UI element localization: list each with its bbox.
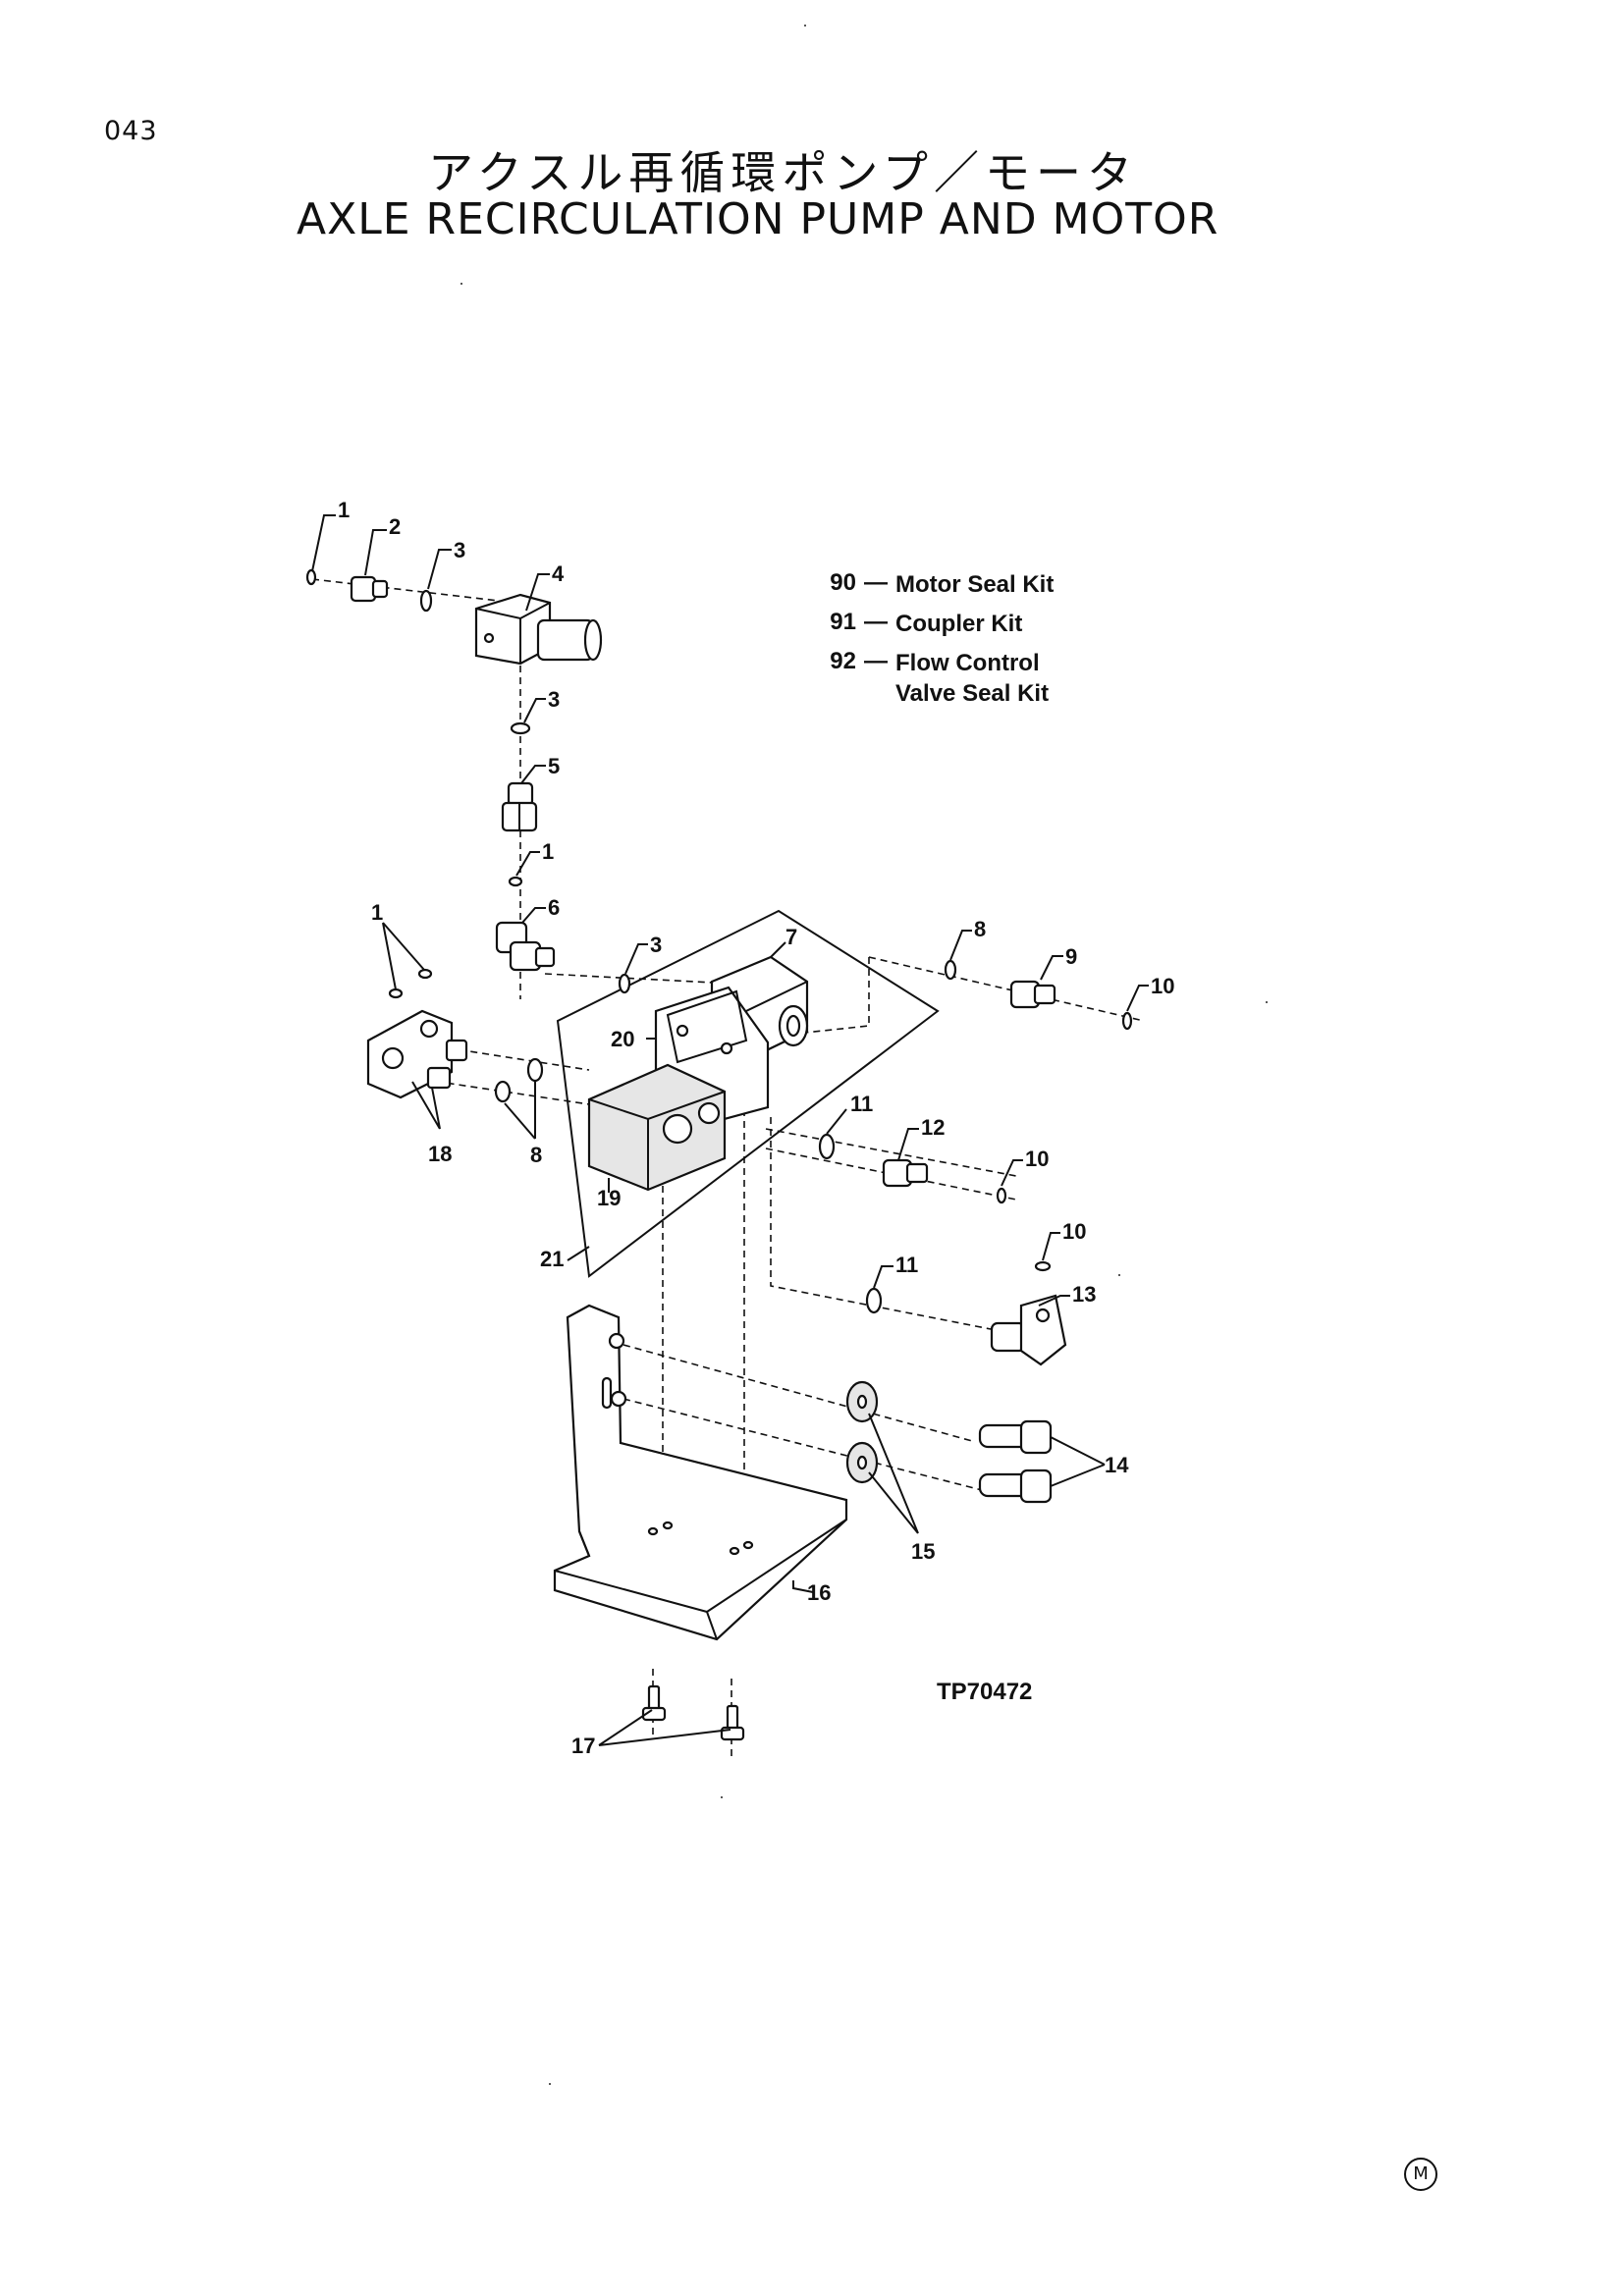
- callout-5: 5: [548, 754, 560, 778]
- bolt-14b: [978, 1468, 1053, 1504]
- callout-8: 8: [530, 1143, 542, 1167]
- adapter-12: [882, 1158, 929, 1188]
- callout-14: 14: [1105, 1453, 1129, 1477]
- callout-21: 21: [540, 1247, 564, 1271]
- callout-15: 15: [911, 1539, 935, 1564]
- kit-legend: 90 — Motor Seal Kit 91 — Coupler Kit 92 …: [817, 569, 1151, 718]
- callout-3: 3: [650, 933, 662, 957]
- callout-1: 1: [338, 498, 350, 522]
- callout-4: 4: [552, 561, 565, 586]
- callout-6: 6: [548, 895, 560, 920]
- o-ring-3c: [618, 973, 631, 994]
- o-ring-1c: [388, 988, 404, 999]
- legend-description: Flow Control Valve Seal Kit: [895, 650, 1050, 707]
- scan-specks: [460, 25, 1268, 2085]
- o-ring-11a: [818, 1133, 836, 1160]
- adapter-2: [350, 575, 389, 603]
- callout-16: 16: [807, 1580, 831, 1605]
- legend-description: Motor Seal Kit: [895, 571, 1055, 598]
- callout-13: 13: [1072, 1282, 1096, 1307]
- pump-assembly-outline: [556, 909, 940, 1278]
- legend-number: 91: [830, 609, 856, 635]
- callout-20: 20: [611, 1027, 634, 1051]
- callout-18: 18: [428, 1142, 452, 1166]
- legend-dash: —: [864, 609, 888, 635]
- o-ring-1d: [417, 968, 433, 980]
- washer-15a: [845, 1380, 879, 1423]
- flow-control-valve-18: [366, 1009, 468, 1099]
- block-4: [474, 593, 603, 666]
- callout-17: 17: [571, 1734, 595, 1758]
- callout-19: 19: [597, 1186, 621, 1210]
- o-ring-10b: [996, 1187, 1007, 1204]
- o-ring-10a: [1121, 1011, 1133, 1031]
- legend-description: Coupler Kit: [895, 611, 1023, 637]
- callout-10: 10: [1151, 974, 1174, 998]
- callout-1: 1: [371, 900, 383, 925]
- figure-id: TP70472: [937, 1679, 1033, 1705]
- o-ring-11b: [865, 1287, 883, 1314]
- callout-3: 3: [454, 538, 465, 562]
- o-ring-8b: [494, 1080, 512, 1103]
- callout-7: 7: [785, 925, 797, 949]
- callout-10: 10: [1025, 1147, 1049, 1171]
- callout-3: 3: [548, 687, 560, 712]
- title-english: AXLE RECIRCULATION PUMP AND MOTOR: [297, 194, 1219, 244]
- page-number: 043: [104, 116, 158, 146]
- callout-12: 12: [921, 1115, 945, 1140]
- callout-10: 10: [1062, 1219, 1086, 1244]
- adapter-9: [1009, 980, 1056, 1009]
- pump-19: [587, 1063, 727, 1192]
- o-ring-3b: [510, 721, 531, 735]
- legend-row-90: 90 — Motor Seal Kit: [817, 569, 1151, 600]
- o-ring-3: [419, 589, 433, 613]
- legend-number: 90: [830, 569, 856, 596]
- elbow-13: [990, 1294, 1067, 1366]
- callout-2: 2: [389, 514, 401, 539]
- screw-17a: [641, 1684, 667, 1722]
- leader-lines: [311, 514, 1149, 1746]
- callout-numbers: 1 2 3 4 3 5 1 6 1 3 7 8 9 10 20 18 8 11 …: [338, 498, 1174, 1758]
- callout-11: 11: [895, 1253, 918, 1277]
- legend-dash: —: [864, 569, 888, 596]
- callout-9: 9: [1065, 944, 1077, 969]
- adapter-5: [501, 781, 538, 832]
- mounting-bracket-16: [553, 1304, 848, 1641]
- callout-11: 11: [850, 1092, 873, 1116]
- o-ring-1b: [508, 876, 523, 887]
- o-ring-10c: [1034, 1260, 1052, 1272]
- legend-number: 92: [830, 648, 856, 674]
- callout-8: 8: [974, 917, 986, 941]
- legend-row-91: 91 — Coupler Kit: [817, 609, 1151, 639]
- screw-17b: [720, 1704, 745, 1741]
- legend-dash: —: [864, 648, 888, 674]
- bolt-14a: [978, 1419, 1053, 1455]
- elbow-6: [495, 921, 556, 972]
- o-ring-1: [305, 568, 317, 586]
- callout-1: 1: [542, 839, 554, 864]
- title-japanese: アクスル再循環ポンプ／モータ: [428, 146, 1138, 199]
- footer-circled-mark: M: [1404, 2158, 1437, 2191]
- o-ring-8c: [944, 959, 957, 981]
- legend-row-92: 92 — Flow Control Valve Seal Kit: [817, 648, 1151, 709]
- o-ring-8a: [526, 1057, 544, 1083]
